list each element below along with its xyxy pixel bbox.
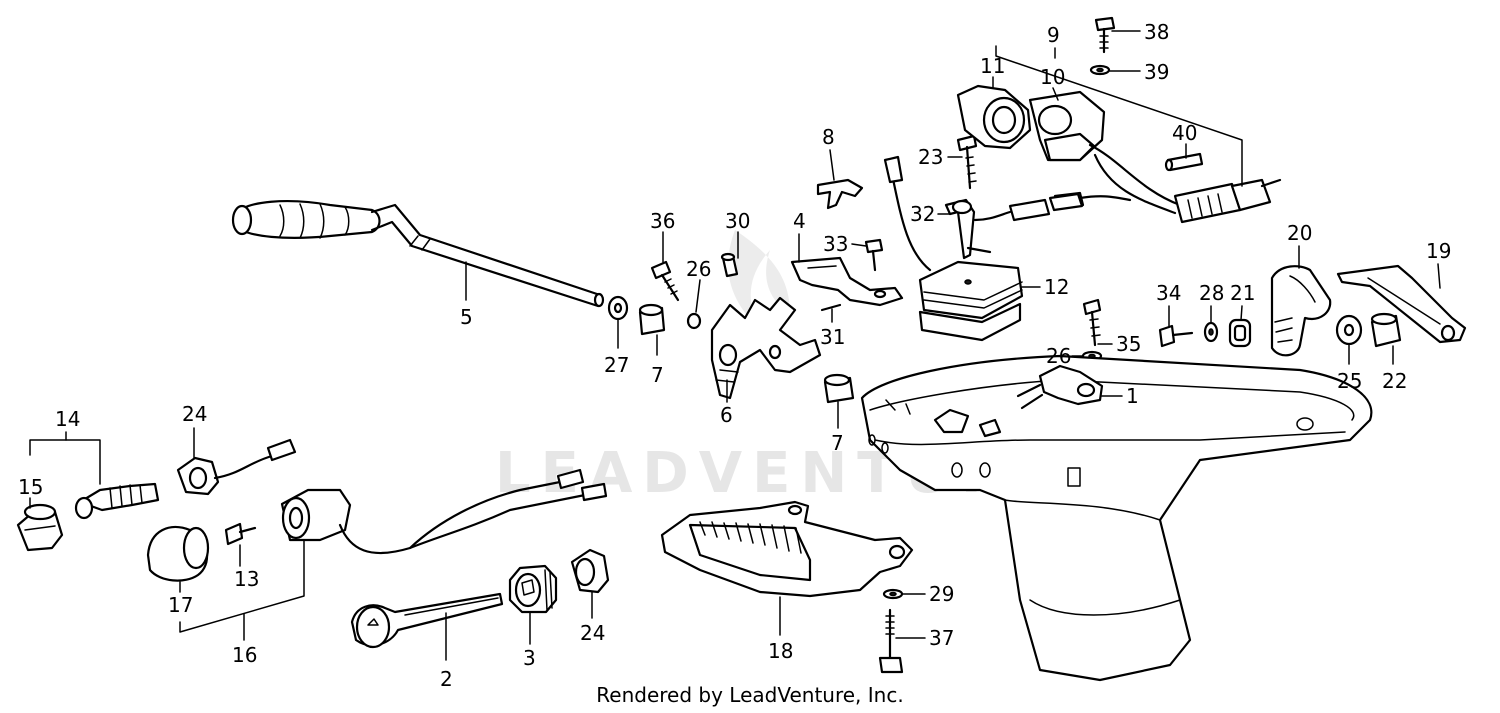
watermark-logo bbox=[728, 230, 790, 330]
callout-6: 6 bbox=[720, 403, 733, 427]
callout-35: 35 bbox=[1116, 332, 1141, 356]
cap-part-17[interactable] bbox=[146, 525, 210, 582]
callout-16: 16 bbox=[232, 643, 257, 667]
callout-20: 20 bbox=[1287, 221, 1312, 245]
callout-7-right: 7 bbox=[831, 431, 844, 455]
callout-10: 10 bbox=[1040, 65, 1065, 89]
callout-7-left: 7 bbox=[651, 363, 664, 387]
callout-21: 21 bbox=[1230, 281, 1255, 305]
callout-8: 8 bbox=[822, 125, 835, 149]
callout-labels: 1 2 3 4 5 6 7 7 8 9 10 11 12 13 14 15 16… bbox=[18, 20, 1451, 691]
callout-24-lower: 24 bbox=[580, 621, 605, 645]
callout-1: 1 bbox=[1126, 384, 1139, 408]
clip-part-8[interactable] bbox=[816, 178, 864, 210]
callout-9: 9 bbox=[1047, 23, 1060, 47]
pin-part-40[interactable] bbox=[1164, 152, 1204, 172]
screw-part-33[interactable] bbox=[864, 238, 884, 272]
callout-12: 12 bbox=[1044, 275, 1069, 299]
switch-assembly-part-9[interactable] bbox=[956, 84, 1282, 224]
callout-5: 5 bbox=[460, 305, 473, 329]
callout-11: 11 bbox=[980, 54, 1005, 78]
callout-4: 4 bbox=[793, 209, 806, 233]
cover-part-20[interactable] bbox=[1270, 265, 1332, 357]
bolt-part-23[interactable] bbox=[956, 134, 978, 190]
bolt-part-38[interactable] bbox=[1094, 16, 1116, 54]
callout-30: 30 bbox=[725, 209, 750, 233]
bracket-part-4[interactable] bbox=[790, 256, 904, 307]
washer-part-39[interactable] bbox=[1089, 64, 1111, 76]
pin-part-30[interactable] bbox=[720, 252, 739, 278]
stop-key-part-2[interactable] bbox=[350, 592, 504, 649]
leader-26-left bbox=[695, 279, 701, 313]
callout-39: 39 bbox=[1144, 60, 1169, 84]
bolt-part-36[interactable] bbox=[650, 260, 680, 302]
bushing-part-7-right[interactable] bbox=[823, 373, 855, 404]
rubber-mount-part-12[interactable] bbox=[883, 155, 1024, 342]
washer-part-26-left[interactable] bbox=[686, 312, 702, 330]
callout-14: 14 bbox=[55, 407, 80, 431]
callout-24-upper: 24 bbox=[182, 402, 207, 426]
nut-part-24-lower[interactable] bbox=[570, 548, 610, 594]
plug-part-3[interactable] bbox=[508, 564, 558, 614]
callout-32: 32 bbox=[910, 202, 935, 226]
washer-part-25[interactable] bbox=[1335, 314, 1363, 346]
cotter-pin-part-31[interactable] bbox=[820, 303, 842, 312]
leader-8 bbox=[829, 149, 835, 181]
switch-part-1[interactable] bbox=[1016, 364, 1104, 410]
leader-21 bbox=[1240, 305, 1243, 321]
callout-2: 2 bbox=[440, 667, 453, 691]
washer-part-28[interactable] bbox=[1203, 321, 1219, 343]
callout-18: 18 bbox=[768, 639, 793, 663]
switch-part-15[interactable] bbox=[16, 503, 64, 552]
washer-part-27[interactable] bbox=[607, 295, 629, 321]
grommet-part-21[interactable] bbox=[1228, 318, 1252, 348]
callout-33: 33 bbox=[823, 232, 848, 256]
leader-19 bbox=[1437, 263, 1441, 289]
footer-credit: Rendered by LeadVenture, Inc. bbox=[596, 683, 903, 707]
washer-part-29[interactable] bbox=[882, 588, 904, 600]
callout-40: 40 bbox=[1172, 121, 1197, 145]
callout-28: 28 bbox=[1199, 281, 1224, 305]
bushing-part-7-left[interactable] bbox=[638, 303, 666, 336]
bracket-leader-16 bbox=[179, 539, 305, 641]
bracket-leader-14 bbox=[29, 431, 101, 485]
grip-handle-part-18[interactable] bbox=[660, 500, 914, 598]
lever-part-19[interactable] bbox=[1336, 264, 1467, 344]
callout-34: 34 bbox=[1156, 281, 1181, 305]
callout-23: 23 bbox=[918, 145, 943, 169]
callout-22: 22 bbox=[1382, 369, 1407, 393]
callout-26-right: 26 bbox=[1046, 344, 1071, 368]
callout-36: 36 bbox=[650, 209, 675, 233]
callout-26-left: 26 bbox=[686, 257, 711, 281]
throttle-bracket-part-6[interactable] bbox=[710, 296, 822, 400]
leader-33 bbox=[851, 243, 867, 247]
callout-25: 25 bbox=[1337, 369, 1362, 393]
callout-3: 3 bbox=[523, 646, 536, 670]
callout-13: 13 bbox=[234, 567, 259, 591]
bolt-part-37[interactable] bbox=[878, 608, 904, 674]
switch-part-14[interactable] bbox=[74, 482, 160, 520]
callout-27: 27 bbox=[604, 353, 629, 377]
tiller-handle-part-5[interactable] bbox=[231, 200, 605, 308]
callout-17: 17 bbox=[168, 593, 193, 617]
callout-31: 31 bbox=[820, 325, 845, 349]
bolt-part-35[interactable] bbox=[1082, 298, 1102, 347]
nut-part-24-upper[interactable] bbox=[176, 438, 297, 496]
callout-37: 37 bbox=[929, 626, 954, 650]
callout-15: 15 bbox=[18, 475, 43, 499]
callout-38: 38 bbox=[1144, 20, 1169, 44]
callout-29: 29 bbox=[929, 582, 954, 606]
callout-19: 19 bbox=[1426, 239, 1451, 263]
bushing-part-22[interactable] bbox=[1370, 312, 1402, 348]
socket-part-16[interactable] bbox=[280, 468, 608, 555]
bracket-leader-9 bbox=[995, 45, 1243, 187]
leader-10 bbox=[1052, 87, 1059, 101]
bottom-cowl-housing bbox=[860, 354, 1373, 682]
screw-part-34[interactable] bbox=[1158, 324, 1194, 348]
screw-part-13[interactable] bbox=[224, 522, 257, 546]
